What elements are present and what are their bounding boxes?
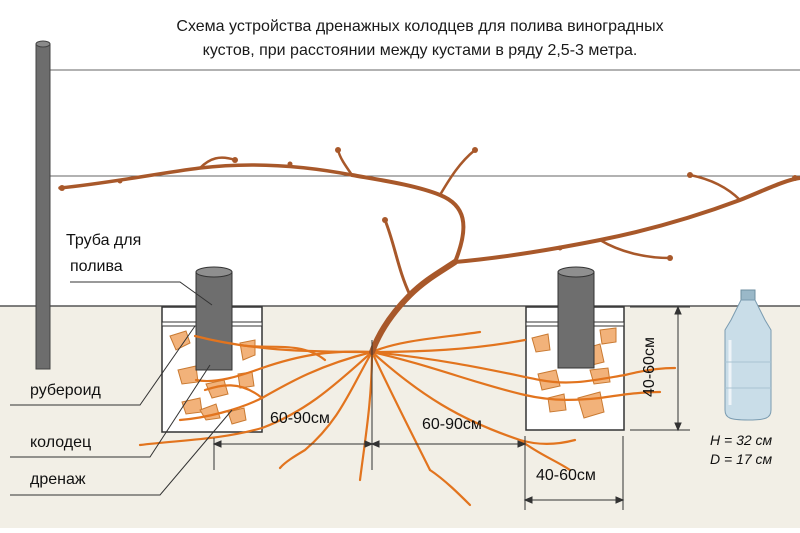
label-pointers [10, 281, 233, 496]
plastic-bottle-icon [724, 289, 772, 421]
dimension-lines [212, 305, 690, 510]
label-pipe-line2: полива [70, 258, 123, 275]
diagram-title-line2: кустов, при расстоянии между кустами в р… [202, 42, 638, 59]
label-bottle-height: H = 32 см [710, 432, 773, 448]
left-watering-pipe [195, 266, 233, 371]
label-bottle-diameter: D = 17 см [710, 451, 773, 467]
diagram-title-line1: Схема устройства дренажных колодцев для … [176, 18, 664, 35]
label-drainage: дренаж [30, 471, 86, 488]
label-pipe-line1: Труба для [66, 232, 142, 249]
right-watering-pipe [557, 266, 595, 369]
label-well: колодец [30, 434, 92, 451]
vine-buds [59, 147, 798, 261]
label-distance-right: 60-90см [422, 416, 482, 433]
label-ruberoid: рубероид [30, 382, 101, 399]
label-well-depth: 40-60см [640, 337, 658, 397]
trellis-post [35, 43, 51, 370]
vine-roots [138, 330, 677, 507]
label-distance-left: 60-90см [270, 410, 330, 427]
trellis-post-top [35, 40, 51, 48]
label-well-width: 40-60см [536, 467, 596, 484]
grape-vine-icon [58, 148, 800, 355]
